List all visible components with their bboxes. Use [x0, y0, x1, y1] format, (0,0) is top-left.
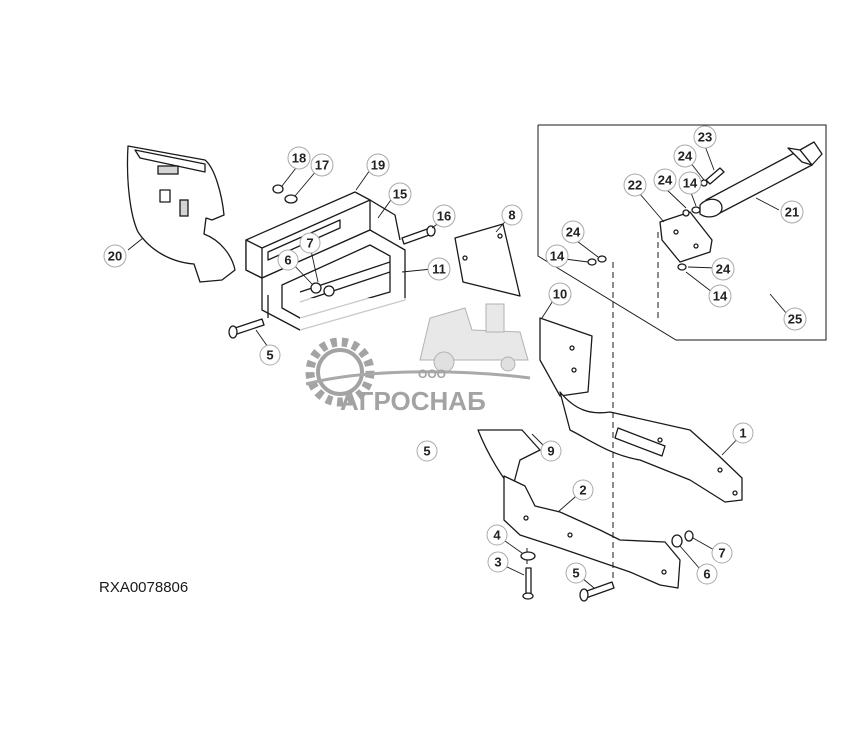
- callout-4: 4: [486, 524, 508, 546]
- callout-24b: 24: [673, 144, 697, 168]
- callout-9: 9: [540, 440, 562, 462]
- svg-text:4: 4: [493, 528, 501, 543]
- callout-7a: 7: [299, 232, 321, 254]
- svg-text:14: 14: [683, 176, 698, 191]
- callout-24d: 24: [711, 257, 735, 281]
- svg-text:7: 7: [306, 236, 313, 251]
- callout-6b: 6: [696, 563, 718, 585]
- svg-text:24: 24: [716, 262, 731, 277]
- callout-8: 8: [501, 204, 523, 226]
- callout-5c: 5: [565, 562, 587, 584]
- kit-inset-frame: [537, 124, 827, 341]
- gear-icon: [305, 337, 375, 407]
- part-17-18-nut-washer: [272, 167, 318, 204]
- callout-10: 10: [548, 282, 572, 306]
- figure-code: RXA0078806: [99, 579, 188, 596]
- part-8-plate: [454, 215, 521, 297]
- svg-text:10: 10: [553, 287, 567, 302]
- svg-text:6: 6: [284, 253, 291, 268]
- callout-2: 2: [572, 479, 594, 501]
- part-16-bolt: [401, 221, 441, 245]
- watermark-prefix: ООО: [418, 367, 446, 381]
- callout-15: 15: [388, 182, 412, 206]
- callout-3: 3: [487, 551, 509, 573]
- callout-16: 16: [432, 204, 456, 228]
- watermark-brand: АГРОСНАБ: [340, 386, 486, 416]
- callout-14c: 14: [708, 284, 732, 308]
- svg-text:24: 24: [658, 173, 673, 188]
- part-21-support-tube: [699, 141, 823, 218]
- svg-text:22: 22: [628, 178, 642, 193]
- svg-text:5: 5: [423, 444, 430, 459]
- svg-text:18: 18: [292, 151, 306, 166]
- part-10-side-bracket: [539, 295, 593, 397]
- callout-25: 25: [783, 307, 807, 331]
- svg-text:24: 24: [678, 149, 693, 164]
- svg-text:5: 5: [266, 348, 273, 363]
- combine-harvester-icon: [419, 303, 529, 373]
- callout-19: 19: [366, 153, 390, 177]
- svg-text:25: 25: [788, 312, 802, 327]
- part-20-suitcase-weight: [126, 145, 236, 283]
- callout-24a: 24: [561, 220, 585, 244]
- part-5-bolt-bottom: [579, 577, 615, 602]
- callout-23: 23: [693, 125, 717, 149]
- svg-text:14: 14: [713, 289, 728, 304]
- svg-text:2: 2: [579, 483, 586, 498]
- callout-22: 22: [623, 173, 647, 197]
- callout-6a: 6: [277, 249, 299, 271]
- svg-text:23: 23: [698, 130, 712, 145]
- part-3-4-bolt-washer: [504, 540, 536, 600]
- callout-5b: 5: [416, 440, 438, 462]
- svg-text:14: 14: [550, 249, 565, 264]
- part-1-frame-rail: [559, 391, 744, 503]
- svg-text:7: 7: [718, 546, 725, 561]
- svg-text:9: 9: [547, 444, 554, 459]
- svg-text:8: 8: [508, 208, 515, 223]
- svg-text:5: 5: [572, 566, 579, 581]
- svg-text:15: 15: [393, 187, 407, 202]
- svg-text:3: 3: [494, 555, 501, 570]
- watermark-logo: ООО АГРОСНАБ: [300, 298, 536, 418]
- svg-text:24: 24: [566, 225, 581, 240]
- callout-17: 17: [310, 153, 334, 177]
- callout-7b: 7: [711, 542, 733, 564]
- callout-18: 18: [287, 146, 311, 170]
- svg-text:16: 16: [437, 209, 451, 224]
- svg-text:19: 19: [371, 158, 385, 173]
- svg-text:20: 20: [108, 249, 122, 264]
- svg-text:17: 17: [315, 158, 329, 173]
- callout-24c: 24: [653, 168, 677, 192]
- callout-11: 11: [427, 257, 451, 281]
- svg-text:11: 11: [432, 262, 446, 277]
- callout-21: 21: [780, 200, 804, 224]
- part-6-7-right-hardware: [671, 530, 717, 570]
- callout-14a: 14: [545, 244, 569, 268]
- svg-text:1: 1: [739, 426, 746, 441]
- callout-20: 20: [103, 244, 127, 268]
- callout-14b: 14: [678, 171, 702, 195]
- svg-text:6: 6: [703, 567, 710, 582]
- svg-text:21: 21: [785, 205, 799, 220]
- callout-5a: 5: [259, 344, 281, 366]
- part-5-bolt-left: [228, 318, 271, 351]
- part-22-mount-bracket: [639, 193, 713, 263]
- callout-1: 1: [732, 422, 754, 444]
